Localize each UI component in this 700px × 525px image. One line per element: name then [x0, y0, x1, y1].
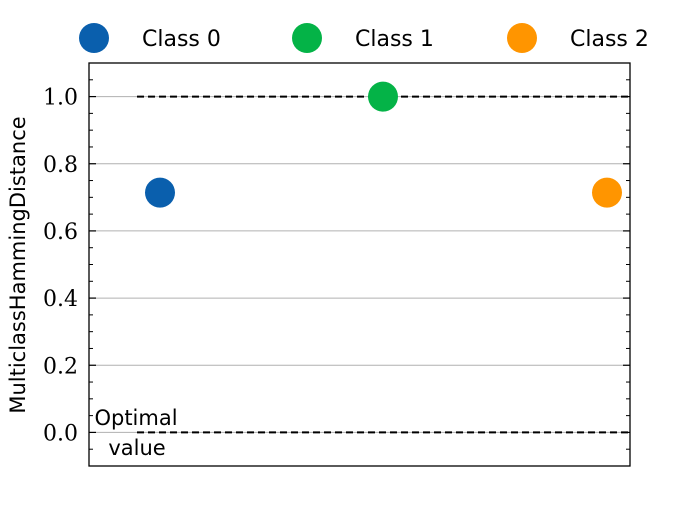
data-point-class-0 — [145, 177, 175, 208]
data-point-class-2 — [592, 177, 622, 208]
y-tick-label-3: 0.6 — [43, 220, 78, 245]
y-tick-label-0: 0.0 — [43, 421, 78, 446]
optimal-value-annotation-line1: Optimal — [94, 406, 177, 430]
y-tick-label-2: 0.4 — [43, 287, 78, 312]
legend-label-2: Class 2 — [570, 27, 649, 52]
data-points — [145, 81, 622, 208]
y-axis-label: MulticlassHammingDistance — [6, 116, 30, 413]
y-tick-label-1: 0.2 — [43, 354, 78, 379]
legend-label-1: Class 1 — [355, 27, 434, 52]
reference-lines — [137, 95, 630, 434]
legend-marker-0 — [79, 23, 109, 53]
legend-marker-1 — [292, 23, 322, 53]
optimal-value-annotation-line2: value — [108, 436, 165, 460]
y-axis-tick-labels: 0.0 0.2 0.4 0.6 0.8 1.0 — [43, 86, 78, 447]
legend-label-0: Class 0 — [142, 27, 221, 52]
grid-lines — [89, 96, 630, 433]
legend-marker-2 — [507, 23, 537, 53]
y-axis-ticks — [89, 62, 630, 467]
legend: Class 0 Class 1 Class 2 — [79, 23, 649, 53]
y-tick-label-4: 0.8 — [43, 153, 78, 178]
y-tick-label-5: 1.0 — [43, 86, 78, 111]
data-point-class-1 — [368, 81, 398, 112]
